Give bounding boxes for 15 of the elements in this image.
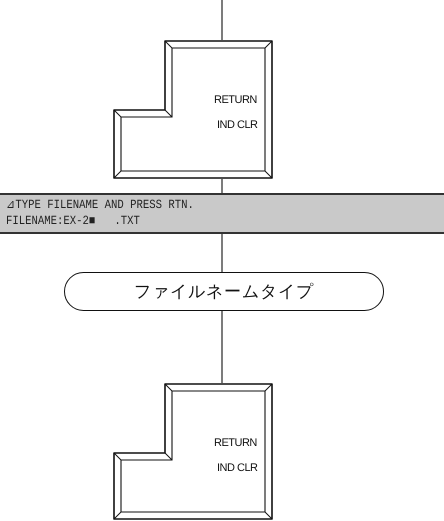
key-label: RETURN [214, 437, 257, 449]
keycap [113, 383, 273, 520]
terminal-box [64, 272, 384, 311]
keycap [113, 40, 273, 179]
terminal-label: ファイルネームタイプ [134, 281, 314, 303]
key-label: RETURN [214, 94, 257, 106]
key-label: IND CLR [217, 462, 258, 474]
connector-line [221, 0, 223, 40]
key-label: IND CLR [217, 119, 258, 131]
connector-line [221, 311, 223, 383]
screen-text: FILENAME:EX-2■ .TXT [6, 214, 140, 228]
connector-line [221, 234, 223, 272]
screen-bar [0, 193, 444, 234]
screen-text: ⊿TYPE FILENAME AND PRESS RTN. [6, 198, 194, 212]
connector-line [221, 179, 223, 193]
